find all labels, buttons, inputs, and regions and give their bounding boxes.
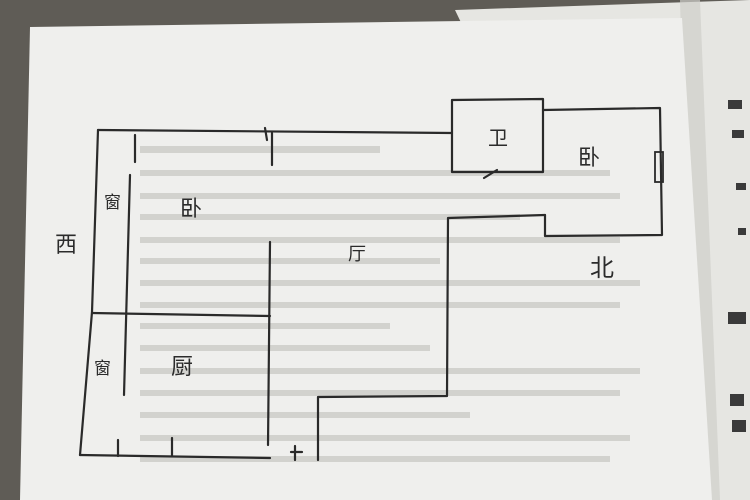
top-wall <box>96 128 454 135</box>
window-inner-line <box>122 173 132 397</box>
right-bedroom-walls <box>541 106 664 238</box>
label-bathroom: 卫 <box>488 126 508 150</box>
floor-plan-walls <box>78 97 664 462</box>
label-living: 厅 <box>348 244 366 265</box>
top-door-tick <box>263 126 269 142</box>
bleed-through-text <box>140 146 640 462</box>
label-north: 北 <box>590 254 614 282</box>
label-bedroom-right: 卧 <box>578 146 600 171</box>
label-kitchen: 厨 <box>171 355 193 380</box>
bedroom-kitchen-wall <box>90 311 272 318</box>
right-window <box>654 151 664 183</box>
label-window-bottom: 窗 <box>94 359 111 379</box>
background-page-marks <box>728 100 746 432</box>
door-mark <box>289 444 304 462</box>
bottom-wall <box>78 453 272 460</box>
bathroom-door <box>482 168 499 180</box>
label-window-top: 窗 <box>104 193 121 213</box>
entry-step <box>316 213 547 462</box>
bathroom-walls <box>450 97 545 174</box>
label-bedroom-main: 卧 <box>180 197 202 222</box>
label-west: 西 <box>55 233 77 258</box>
page-shadow <box>680 0 720 500</box>
interior-wall-vertical <box>266 131 274 447</box>
